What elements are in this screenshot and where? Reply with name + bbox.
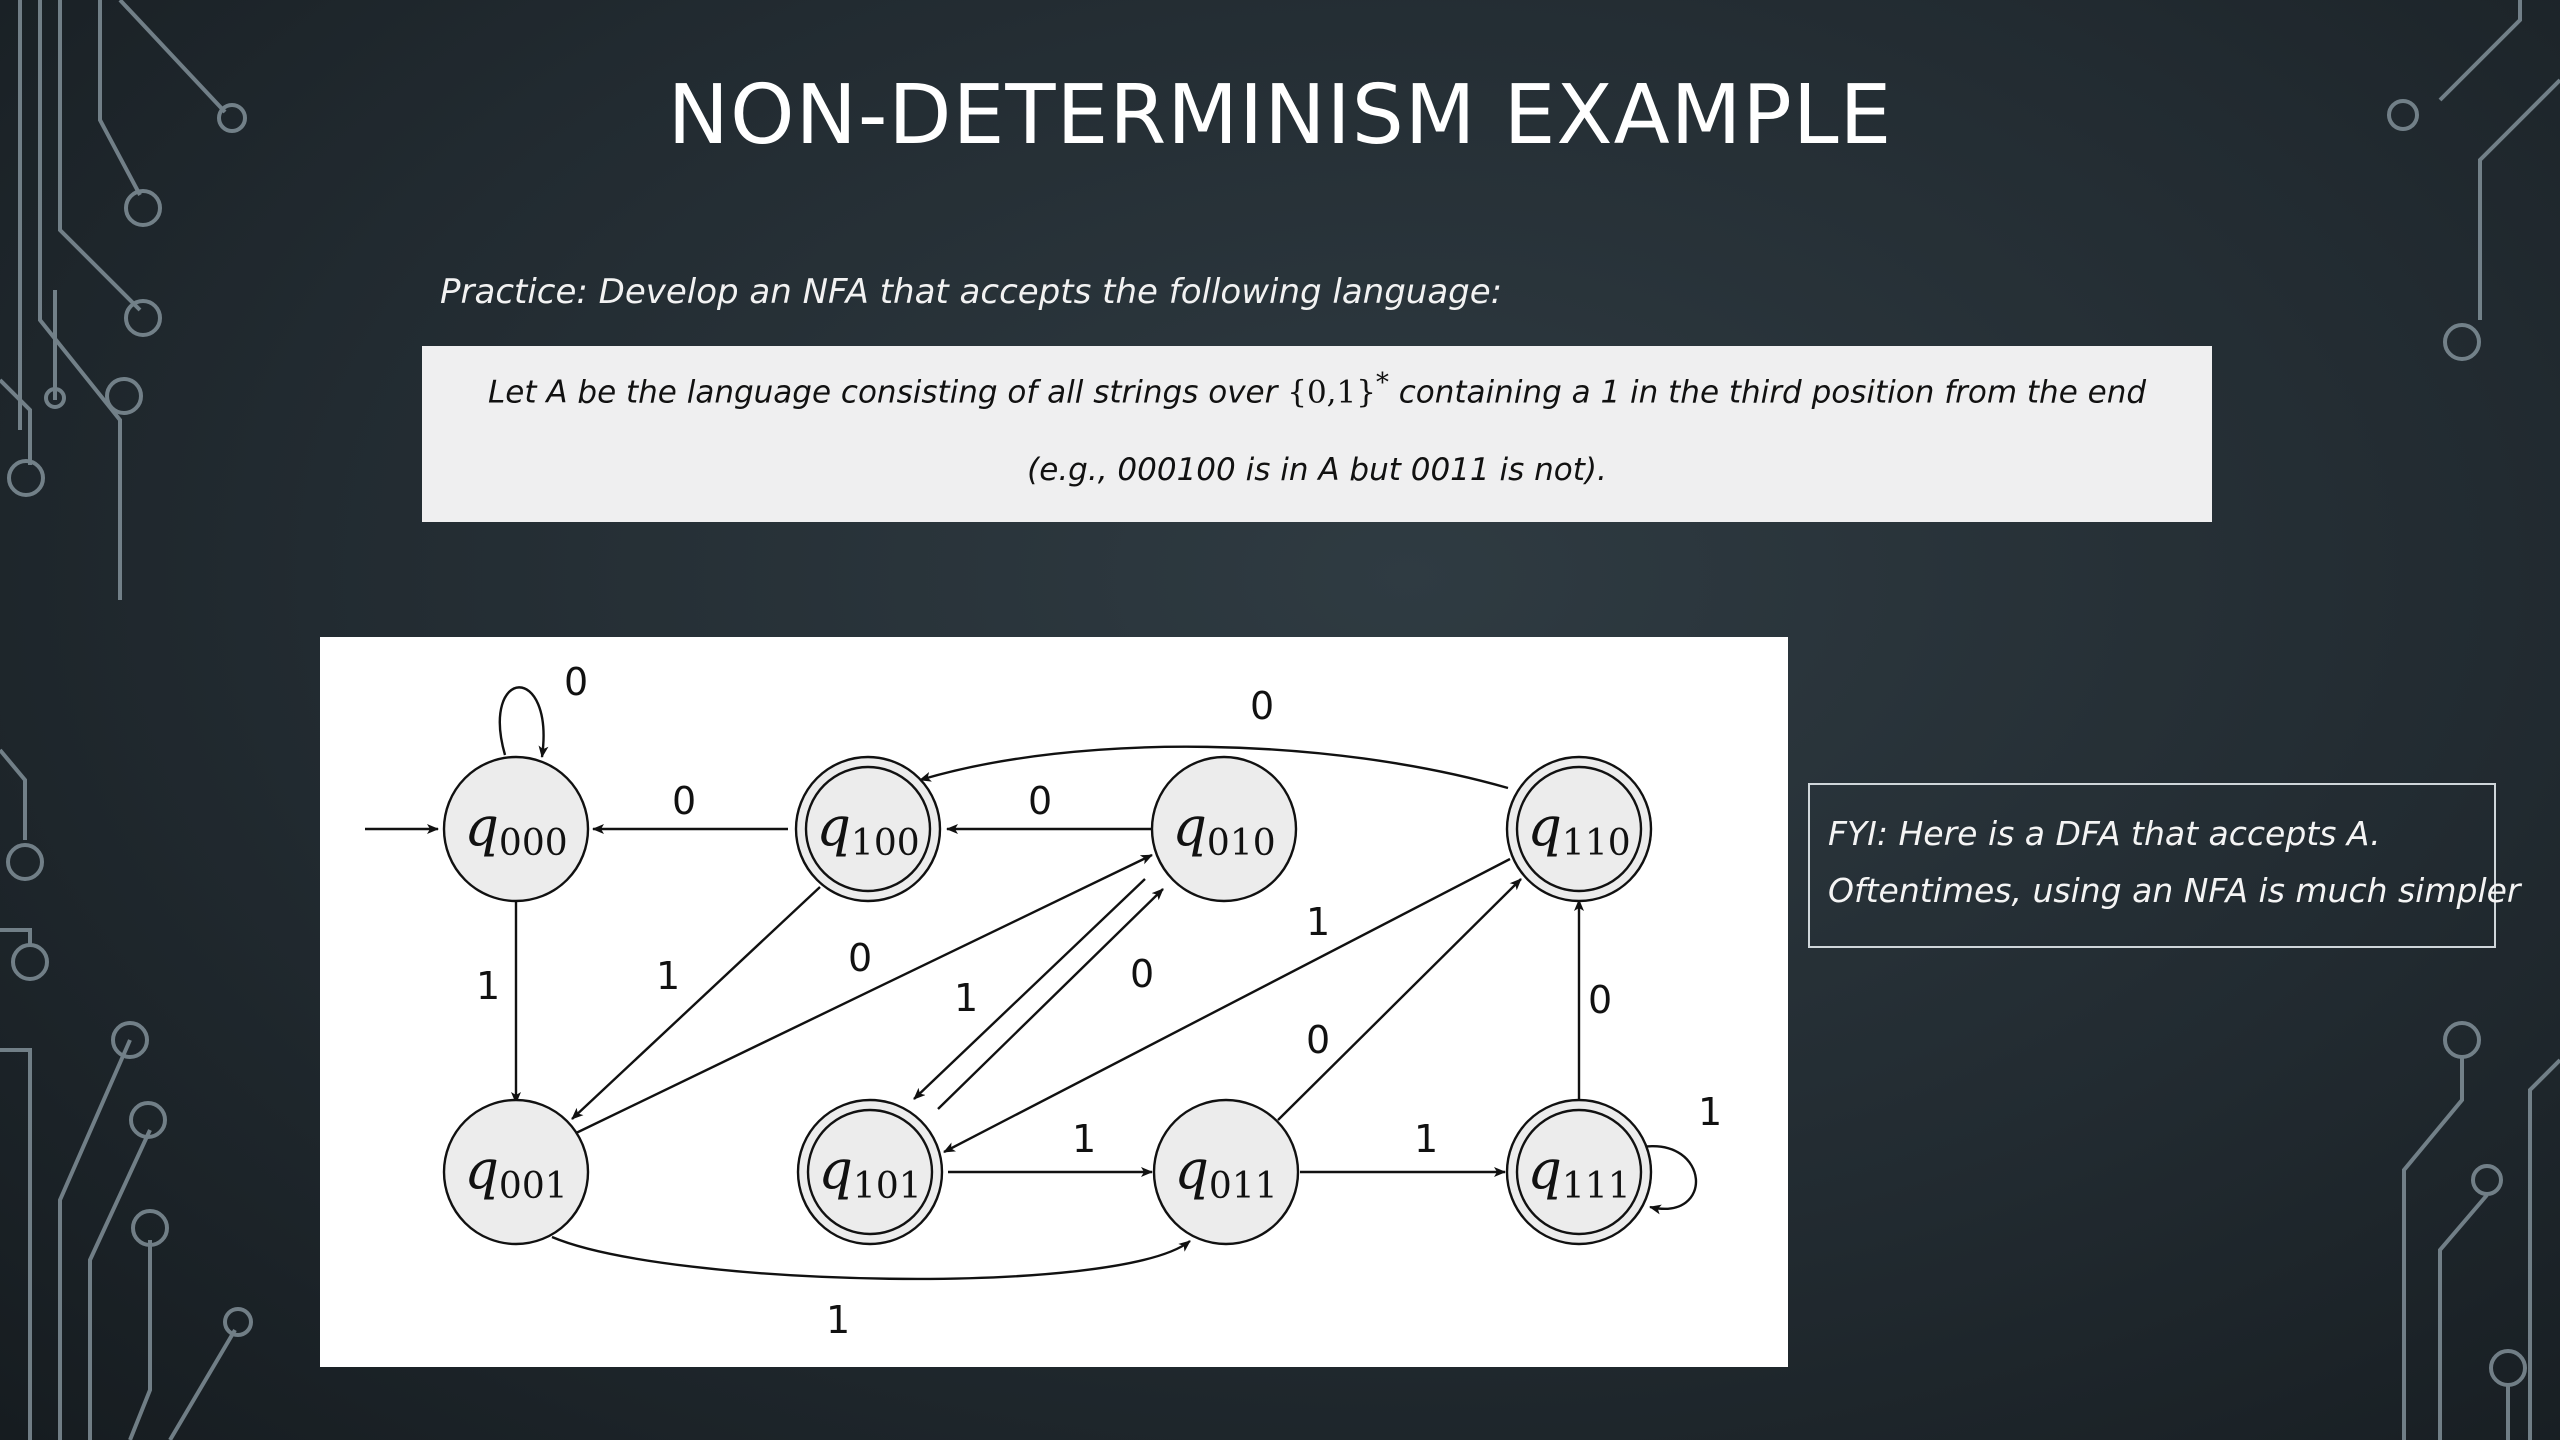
state-q001-sub: 001 (499, 1166, 568, 1207)
fyi-line1: FYI: Here is a DFA that accepts A. (1828, 814, 2381, 853)
label-q010-q101: 1 (954, 976, 978, 1020)
state-q111: q111 (1505, 1098, 1653, 1246)
definition-text-before: Let A be the language consisting of all … (487, 374, 1288, 411)
label-q010-q100: 0 (1028, 779, 1052, 823)
state-q110: q110 (1505, 755, 1653, 903)
kleene-star: * (1375, 368, 1389, 398)
svg-text:q110: q110 (1527, 795, 1630, 864)
state-q001-base: q (464, 1138, 499, 1201)
state-q111-sub: 111 (1562, 1166, 1631, 1207)
slide-title: NON-DETERMINISM EXAMPLE (667, 68, 1893, 163)
edge-q001-q010 (573, 853, 1153, 1136)
definition-text-after: containing a 1 in the third position fro… (1388, 374, 2147, 411)
svg-text:q010: q010 (1172, 795, 1275, 864)
edge-q101-q010 (937, 888, 1164, 1110)
label-q101-q011: 1 (1072, 1117, 1096, 1161)
state-q001: q001 (442, 1098, 590, 1246)
svg-text:q111: q111 (1527, 1138, 1630, 1207)
state-q010-sub: 010 (1207, 823, 1276, 864)
language-definition-line1: Let A be the language consisting of all … (422, 368, 2212, 410)
edge-q010-q101 (913, 878, 1146, 1100)
language-definition-box: Let A be the language consisting of all … (422, 346, 2212, 522)
edge-q001-q011 (551, 1235, 1191, 1281)
alphabet-set: {0,1} (1287, 374, 1376, 411)
state-q010: q010 (1150, 755, 1298, 903)
language-example: (e.g., 000100 is in A but 0011 is not). (1027, 452, 1607, 488)
state-q101: q101 (796, 1098, 944, 1246)
edge-q111-q111 (1641, 1145, 1698, 1215)
label-q110-q100: 0 (1250, 684, 1274, 728)
label-q100-q001: 1 (656, 954, 680, 998)
state-q011: q011 (1152, 1098, 1300, 1246)
label-q101-q010: 0 (1130, 952, 1154, 996)
label-q111-q110: 0 (1588, 978, 1612, 1022)
edge-q000-q000 (498, 686, 549, 758)
state-q101-sub: 101 (853, 1166, 922, 1207)
practice-prompt: Practice: Develop an NFA that accepts th… (440, 272, 1503, 312)
state-q110-base: q (1527, 795, 1562, 858)
edge-q100-q001 (571, 886, 821, 1120)
dfa-diagram-panel: q000 q100 q010 q110 q001 q101 q011 (320, 637, 1788, 1367)
svg-text:q101: q101 (818, 1138, 921, 1207)
state-q000-sub: 000 (499, 823, 568, 864)
state-q011-sub: 011 (1209, 1166, 1278, 1207)
label-q100-q000: 0 (672, 779, 696, 823)
state-q000: q000 (442, 755, 590, 903)
fyi-note: FYI: Here is a DFA that accepts A. Often… (1808, 783, 2521, 948)
state-q100: q100 (794, 755, 942, 903)
label-q000-q001: 1 (476, 964, 500, 1008)
label-q001-q010: 0 (848, 936, 872, 980)
label-q011-q111: 1 (1414, 1117, 1438, 1161)
edge-q110-q100 (919, 745, 1509, 790)
label-q011-q110: 0 (1306, 1018, 1330, 1062)
svg-text:q001: q001 (464, 1138, 567, 1207)
fyi-line2: Oftentimes, using an NFA is much simpler (1828, 871, 2521, 910)
state-q100-sub: 100 (851, 823, 920, 864)
state-q110-sub: 110 (1562, 823, 1631, 864)
label-q001-q011: 1 (826, 1298, 850, 1342)
state-q010-base: q (1172, 795, 1207, 858)
svg-text:q100: q100 (816, 795, 919, 864)
edge-q110-q101 (943, 857, 1511, 1154)
dfa-diagram: q000 q100 q010 q110 q001 q101 q011 (365, 660, 1722, 1342)
state-q011-base: q (1174, 1138, 1209, 1201)
edge-q011-q110 (1277, 878, 1522, 1121)
label-q110-q101: 1 (1306, 900, 1330, 944)
label-q111-q111: 1 (1698, 1090, 1722, 1134)
svg-text:q000: q000 (464, 795, 567, 864)
state-q100-base: q (816, 795, 851, 858)
svg-text:q011: q011 (1174, 1138, 1277, 1207)
label-q000-q000: 0 (564, 660, 588, 704)
state-q000-base: q (464, 795, 499, 858)
state-q111-base: q (1527, 1138, 1562, 1201)
state-q101-base: q (818, 1138, 853, 1201)
